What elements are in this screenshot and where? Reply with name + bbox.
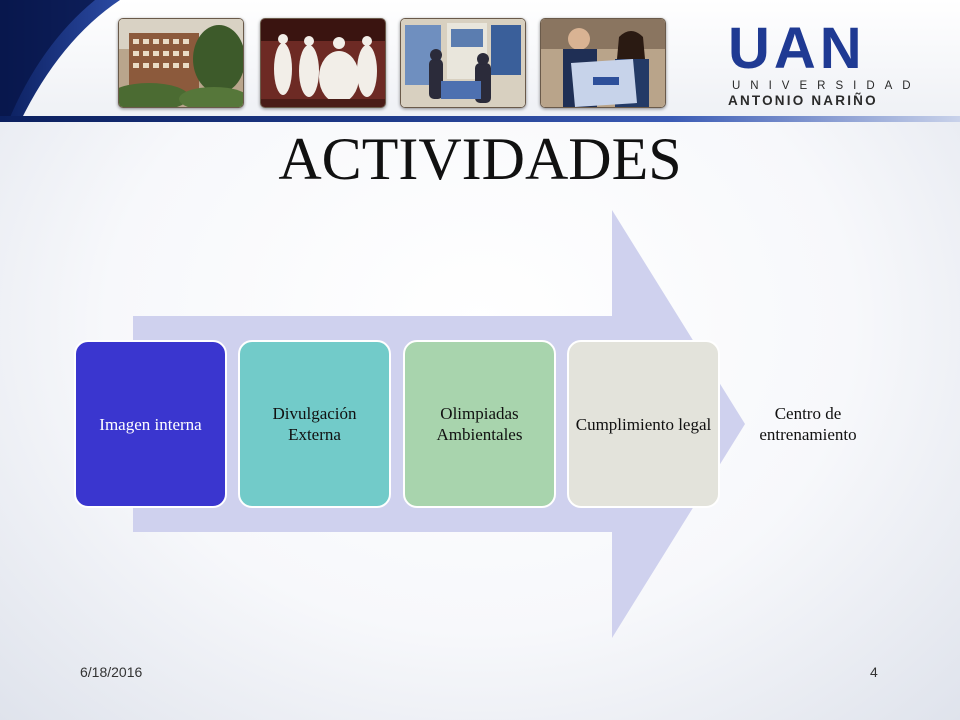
step-divulgacion-externa: Divulgación Externa: [238, 340, 391, 508]
step-label: Cumplimiento legal: [575, 414, 712, 434]
slide-title: ACTIVIDADES: [278, 126, 682, 192]
step-label: Divulgación Externa: [272, 404, 357, 444]
step-cumplimiento-legal: Cumplimiento legal: [567, 340, 720, 508]
logo-letter-a: A: [773, 16, 816, 81]
logo-letter-n: N: [819, 16, 862, 81]
logo-letter-u: U: [728, 16, 770, 81]
header-swoosh: [0, 0, 120, 122]
step-label: Imagen interna: [99, 414, 202, 434]
uan-logo: U A N UNIVERSIDAD ANTONIO NARIÑO: [728, 16, 921, 109]
exhibition-photo: [400, 18, 526, 108]
campus-building-photo: [118, 18, 244, 108]
header-band: U A N UNIVERSIDAD ANTONIO NARIÑO: [0, 0, 960, 122]
students-brochure-photo: [540, 18, 666, 108]
step-olimpiadas-ambientales: Olimpiadas Ambientales: [403, 340, 556, 508]
step-centro-de-entrenamiento: Centro de entrenamiento: [730, 340, 886, 508]
step-label: Olimpiadas Ambientales: [436, 404, 523, 444]
dancers-photo: [260, 18, 386, 108]
step-imagen-interna: Imagen interna: [74, 340, 227, 508]
footer-date: 6/18/2016: [80, 664, 143, 680]
header-rule: [0, 116, 960, 122]
logo-universidad: UNIVERSIDAD: [732, 80, 921, 92]
logo-antonio-narino: ANTONIO NARIÑO: [728, 93, 878, 108]
step-label: Centro de entrenamiento: [759, 404, 857, 444]
page-number: 4: [870, 664, 878, 680]
logo-letters: U A N: [728, 16, 916, 81]
